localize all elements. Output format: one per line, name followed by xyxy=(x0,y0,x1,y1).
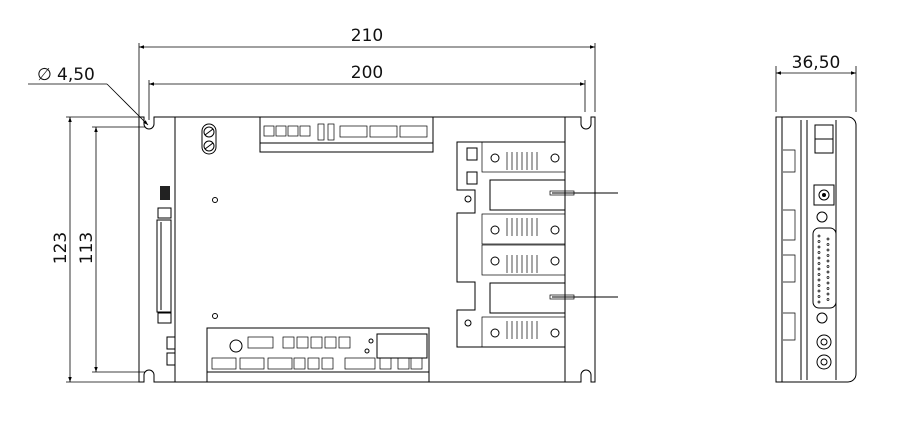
laser-module-board xyxy=(456,141,566,348)
header-connector xyxy=(339,125,368,138)
top-connector-strip xyxy=(259,116,434,153)
module-socket xyxy=(481,213,566,245)
side-bnc-connector xyxy=(816,334,832,350)
fiber-pigtails xyxy=(549,190,618,300)
small-connector xyxy=(310,336,323,349)
module-screw xyxy=(550,225,560,235)
laser-module xyxy=(489,282,566,314)
db25-pin xyxy=(817,284,821,287)
small-connector xyxy=(321,357,334,370)
module-screw xyxy=(490,225,500,235)
small-connector xyxy=(296,336,309,349)
diameter-symbol: ∅ xyxy=(37,65,52,85)
db25-pin xyxy=(817,262,821,265)
module-screw xyxy=(550,153,560,163)
jumper xyxy=(317,123,325,141)
db25-pin xyxy=(817,240,821,243)
db25-pin xyxy=(826,243,830,246)
side-view: 36,50 xyxy=(775,53,857,383)
small-connector xyxy=(293,357,306,370)
module-screw xyxy=(490,256,500,266)
small-connector xyxy=(324,336,337,349)
db25-pin xyxy=(817,273,821,276)
db25-pin xyxy=(817,289,821,293)
dimension-hole-spacing-height xyxy=(92,126,145,373)
jumper xyxy=(327,123,335,141)
small-connector xyxy=(410,357,423,370)
db25-connector xyxy=(812,227,837,309)
small-connector xyxy=(282,336,295,349)
small-connector xyxy=(397,357,410,370)
db25-pin xyxy=(826,265,830,268)
db25-pin xyxy=(817,256,821,260)
side-sma-connector xyxy=(813,184,835,206)
module-screw xyxy=(490,153,500,163)
mount-hole xyxy=(212,197,218,203)
dimension-label-200: 200 xyxy=(351,63,383,83)
small-connector xyxy=(338,336,351,349)
module-screw xyxy=(550,256,560,266)
dimension-hole-spacing-width xyxy=(148,80,586,120)
mount-hole xyxy=(212,313,218,319)
small-connector xyxy=(344,357,376,370)
small-connector xyxy=(263,125,275,137)
header-connector xyxy=(399,125,428,138)
sma-connector xyxy=(160,186,170,200)
screw-terminal-top-left xyxy=(201,123,217,155)
front-view: 210 200 ∅ 4,50 123 113 xyxy=(28,26,618,383)
module-screw xyxy=(490,328,500,338)
small-connector xyxy=(275,125,287,137)
dimension-label-210: 210 xyxy=(351,26,383,46)
db25-pin xyxy=(817,251,821,254)
db25-pin xyxy=(826,292,830,296)
dimension-label-123: 123 xyxy=(51,232,71,264)
db25-pin xyxy=(826,276,830,279)
left-side-components xyxy=(156,186,176,366)
dimension-label-113: 113 xyxy=(77,232,97,264)
module-socket xyxy=(481,244,566,276)
dimension-hole-diameter xyxy=(28,83,149,126)
module-socket xyxy=(481,316,566,348)
header-connector xyxy=(239,357,265,370)
mounting-plate-outline xyxy=(138,116,596,383)
small-connector xyxy=(307,357,320,370)
dimension-label-4-50: 4,50 xyxy=(57,65,95,85)
module-screw xyxy=(550,328,560,338)
db25-pin xyxy=(817,267,821,271)
db25-pin xyxy=(817,300,821,304)
db25-pin xyxy=(826,298,830,301)
db25-pin xyxy=(826,254,830,257)
small-connector xyxy=(379,357,392,370)
small-connector xyxy=(299,125,311,137)
dimension-overall-width xyxy=(138,43,596,117)
small-connector xyxy=(287,125,299,137)
db25-pin xyxy=(817,234,821,238)
db25-pin xyxy=(817,245,821,249)
module-socket xyxy=(481,141,566,173)
db25-pin xyxy=(826,281,830,285)
db25-pin xyxy=(826,248,830,252)
dimension-overall-height xyxy=(66,116,139,383)
header-connector xyxy=(267,357,293,370)
bottom-connector-strip xyxy=(206,327,430,383)
header-connector xyxy=(369,125,398,138)
header-connector xyxy=(211,357,237,370)
side-enclosure-outline xyxy=(775,116,857,383)
small-connector xyxy=(247,336,274,349)
dimension-label-36-50: 36,50 xyxy=(792,53,841,73)
db25-pin xyxy=(826,237,830,241)
db25-pin xyxy=(826,259,830,263)
db25-pin xyxy=(826,287,830,290)
dimension-depth xyxy=(775,66,857,112)
side-bnc-connector xyxy=(816,354,832,370)
db25-pin xyxy=(826,270,830,274)
db25-pin xyxy=(817,295,821,298)
db25-pin xyxy=(817,278,821,282)
